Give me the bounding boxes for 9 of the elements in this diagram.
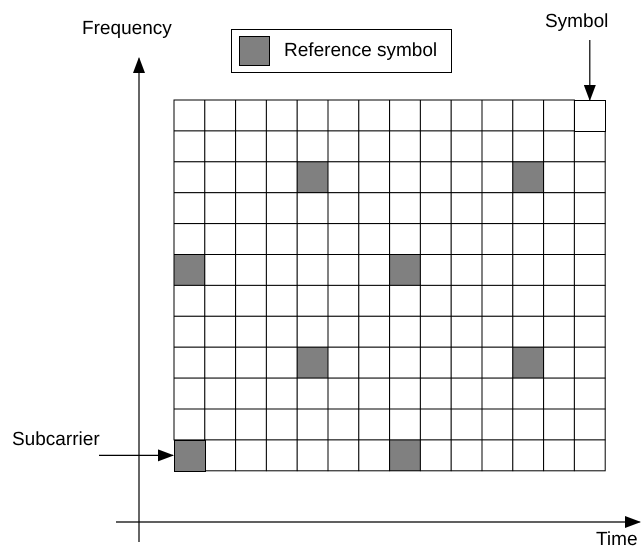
grid-cell [574, 100, 606, 132]
grid-cell [174, 440, 206, 472]
axis-label: Frequency [82, 17, 172, 41]
axis-label: Symbol [545, 10, 608, 34]
legend-label: Reference symbol [284, 39, 438, 63]
leader-arrow [99, 449, 174, 462]
axis-label: Subcarrier [12, 428, 100, 452]
axis-label: Time [596, 528, 638, 552]
leader-arrow [584, 40, 596, 101]
